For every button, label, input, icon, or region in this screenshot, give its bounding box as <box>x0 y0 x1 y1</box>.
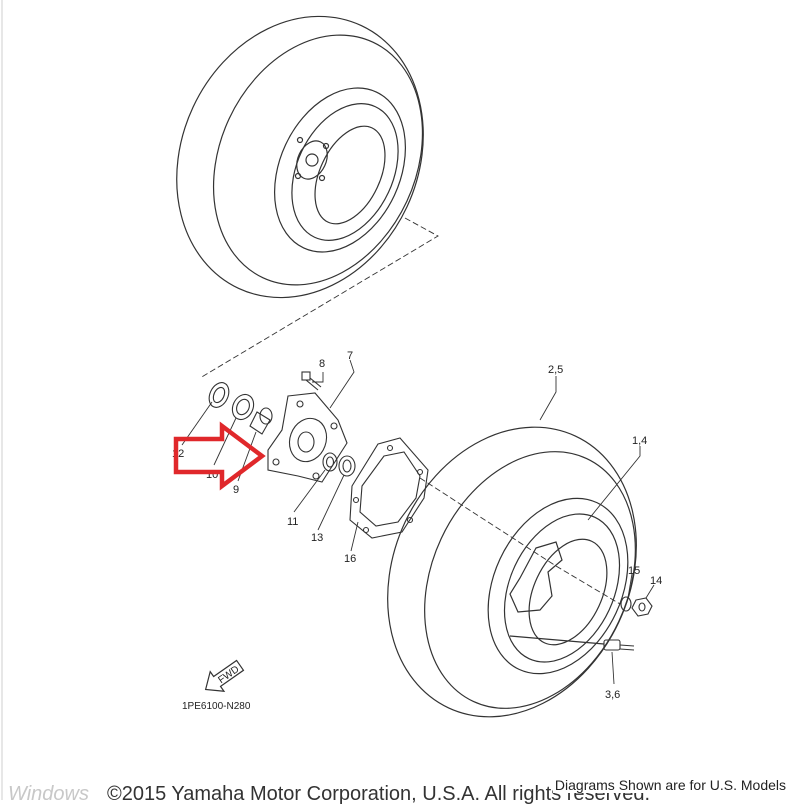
callout-9: 9 <box>233 484 239 496</box>
models-note: Diagrams Shown are for U.S. Models <box>552 777 788 793</box>
callout-3-6: 3,6 <box>605 689 620 701</box>
hub-7 <box>267 392 348 483</box>
callout-16: 16 <box>344 553 356 565</box>
highlight-arrow-icon <box>173 421 266 491</box>
callout-1-4: 1,4 <box>632 435 647 447</box>
watermark-text: Windows <box>8 783 89 805</box>
bolt-8 <box>301 371 322 391</box>
callout-13: 13 <box>311 532 323 544</box>
callout-2-5: 2,5 <box>548 364 563 376</box>
valve-3-6 <box>603 639 635 651</box>
callout-15: 15 <box>628 565 640 577</box>
fwd-arrow-icon: FWD <box>204 659 245 692</box>
callout-11: 11 <box>287 516 298 528</box>
bearing-13 <box>338 455 356 477</box>
part-code: 1PE6100-N280 <box>182 701 251 712</box>
plate-16 <box>349 437 429 539</box>
callout-8: 8 <box>319 358 325 370</box>
upper-tire <box>176 15 424 299</box>
spacer-9 <box>249 407 273 435</box>
assembly-leader-upper <box>199 217 439 379</box>
callout-leaders <box>181 359 655 685</box>
lower-tire <box>387 426 637 718</box>
callout-7: 7 <box>347 350 353 362</box>
bearing-12 <box>208 382 230 408</box>
washer-15 <box>620 596 632 612</box>
seal-11 <box>322 452 338 472</box>
callout-14: 14 <box>650 575 662 587</box>
bearing-10 <box>231 393 255 421</box>
nut-14 <box>631 597 653 617</box>
